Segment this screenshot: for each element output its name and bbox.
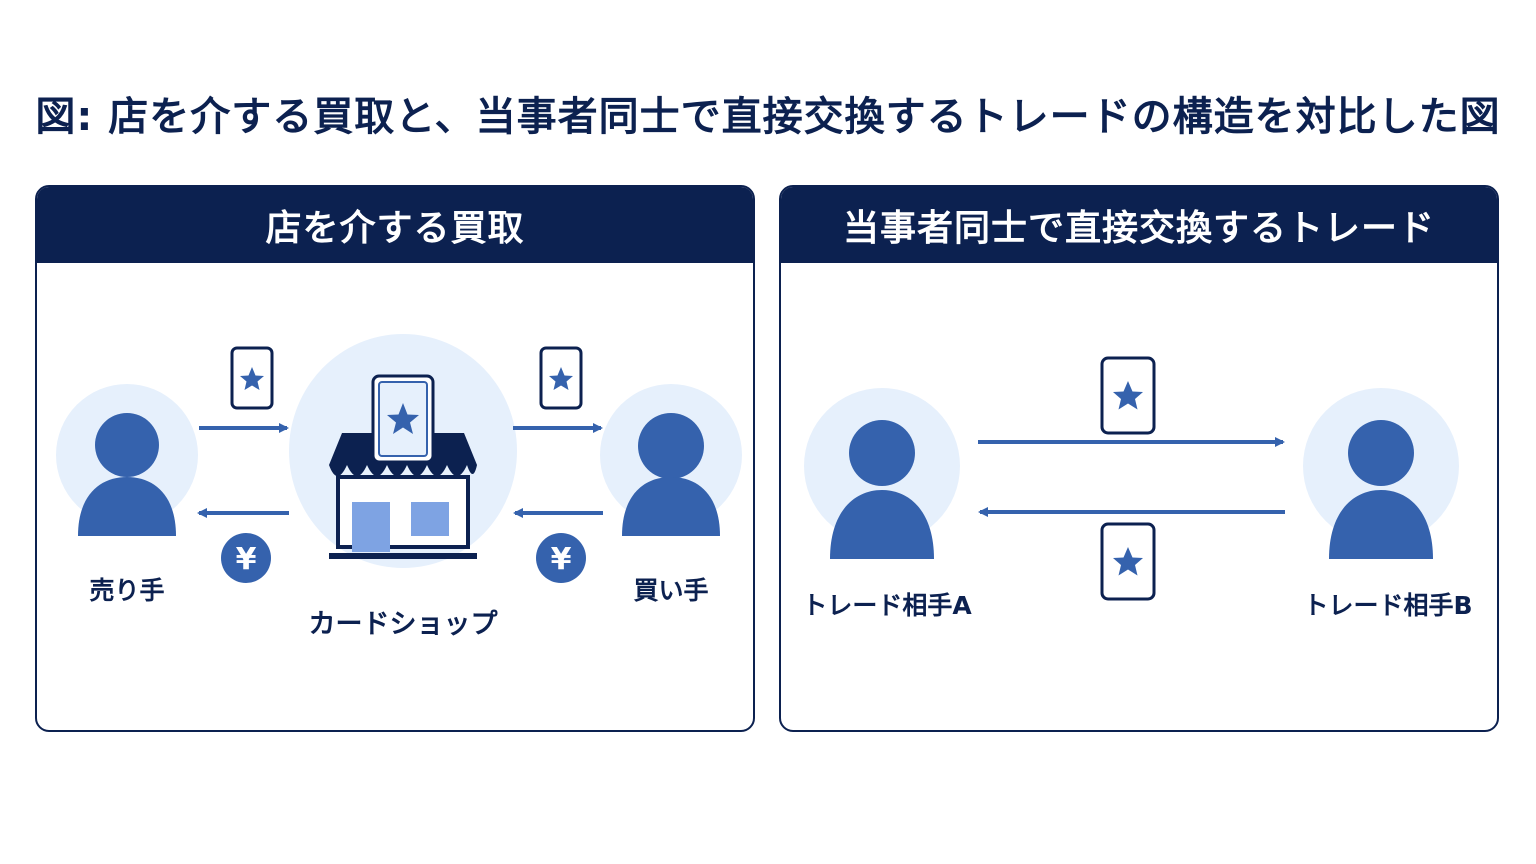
- direct-trade-diagram: トレード相手A トレード相手B: [802, 356, 1473, 620]
- panel-header-direct-trade: 当事者同士で直接交換するトレード: [781, 187, 1497, 263]
- card-shop-label: カードショップ: [309, 609, 499, 640]
- seller-label: 売り手: [89, 576, 164, 605]
- page-title: 図: 店を介する買取と、当事者同士で直接交換するトレードの構造を対比した図: [35, 94, 1501, 140]
- panel-header-store-purchase: 店を介する買取: [37, 187, 753, 263]
- svg-text:¥: ¥: [551, 542, 572, 577]
- buyer-person-icon: [600, 384, 742, 536]
- partner-a-label: トレード相手A: [802, 591, 972, 620]
- card-icon-shop-to-buyer: [539, 346, 583, 410]
- card-shop-icon: [289, 334, 517, 568]
- partner-a-person-icon: [804, 388, 960, 559]
- panel-direct-trade: 当事者同士で直接交換するトレード トレード相手A トレード相手B: [779, 185, 1499, 732]
- yen-coin-icon-to-seller: ¥: [221, 533, 271, 583]
- partner-b-person-icon: [1303, 388, 1459, 559]
- card-icon-a-to-b: [1100, 356, 1156, 435]
- card-icon-b-to-a: [1100, 522, 1156, 601]
- partner-b-label: トレード相手B: [1303, 591, 1472, 620]
- buyer-label: 買い手: [633, 576, 708, 605]
- store-purchase-diagram: 売り手 カードショップ 買い手: [56, 334, 742, 640]
- panel-store-purchase: 店を介する買取 売り手 カードショップ: [35, 185, 755, 732]
- card-icon-seller-to-shop: [230, 346, 274, 410]
- seller-person-icon: [56, 384, 198, 536]
- yen-coin-icon-from-buyer: ¥: [536, 533, 586, 583]
- svg-text:¥: ¥: [236, 542, 257, 577]
- star-icon: [387, 403, 419, 434]
